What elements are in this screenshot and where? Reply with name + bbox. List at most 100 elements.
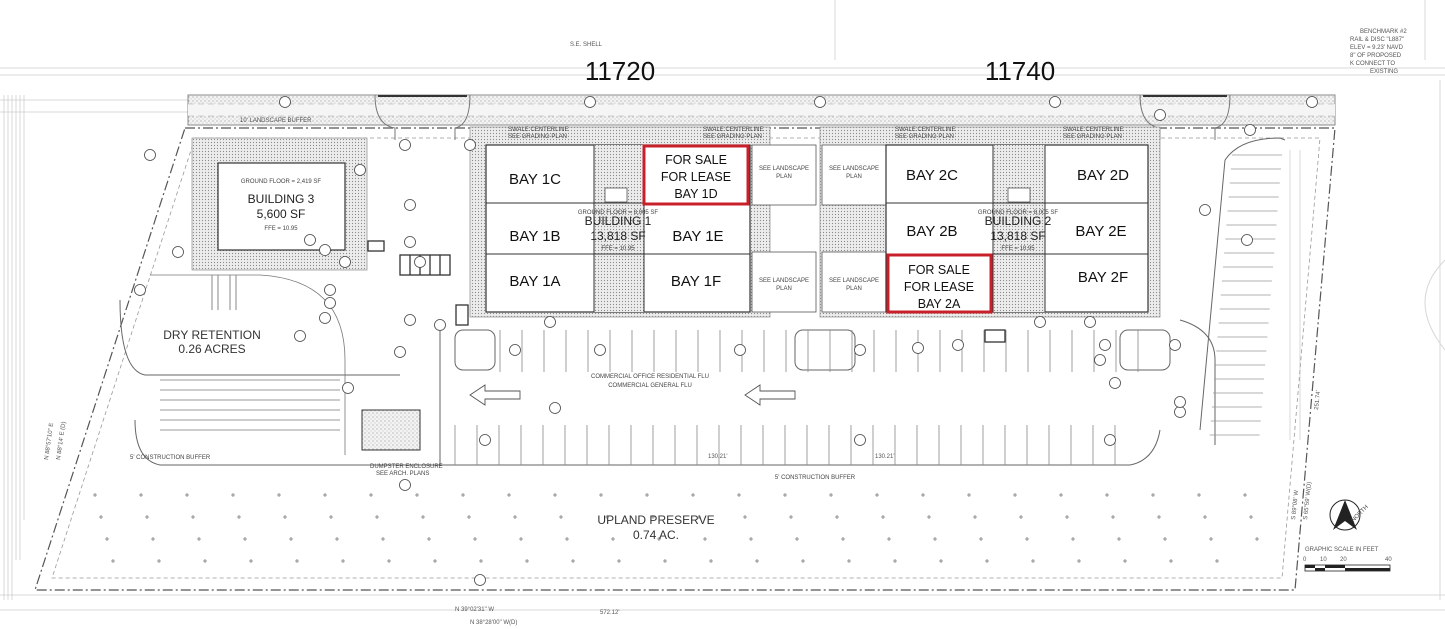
bay-1f-label: BAY 1F [671, 273, 721, 290]
callout-circle [279, 96, 291, 108]
callout-circle [1154, 109, 1166, 121]
callout-circle [474, 574, 486, 586]
benchmark-line6: EXISTING [1370, 69, 1398, 75]
tree-mark [381, 537, 385, 541]
tree-mark [691, 493, 695, 497]
tree-mark [1215, 559, 1219, 563]
bay-2a-line2: FOR LEASE [904, 280, 974, 294]
construction-buffer-side-note: 5' CONSTRUCTION BUFFER [130, 455, 211, 461]
tree-mark [605, 515, 609, 519]
tree-mark [559, 515, 563, 519]
landscape-buffer-note: 10' LANDSCAPE BUFFER [240, 118, 312, 124]
swale-note-3: SWALE CENTERLINE [895, 127, 955, 133]
callout-circle [404, 314, 416, 326]
tree-mark [835, 515, 839, 519]
tree-mark [329, 515, 333, 519]
tree-mark [927, 515, 931, 519]
tree-mark [1031, 559, 1035, 563]
tree-mark [341, 559, 345, 563]
swale-note-2: SWALE CENTERLINE [703, 127, 763, 133]
drive-aisles [119, 137, 1286, 466]
callout-circle [509, 344, 521, 356]
bay-1a-label: BAY 1A [509, 273, 560, 290]
parking-stalls-right [1209, 154, 1282, 436]
callout-circle [434, 319, 446, 331]
callout-circle [319, 244, 331, 256]
upland-preserve-size: 0.74 AC. [633, 528, 679, 542]
tree-mark [185, 493, 189, 497]
traffic-arrows [469, 384, 796, 406]
benchmark-line3: ELEV = 9.23' NAVD [1350, 45, 1404, 51]
callout-circle [342, 382, 354, 394]
tree-mark [1151, 493, 1155, 497]
left-hatch [211, 275, 237, 310]
tree-mark [507, 493, 511, 497]
tree-mark [645, 493, 649, 497]
tree-mark [921, 493, 925, 497]
tree-mark [1209, 537, 1213, 541]
tree-mark [1117, 537, 1121, 541]
callout-circle [324, 297, 336, 309]
callout-circle [399, 479, 411, 491]
bay-1d-line1: FOR SALE [665, 153, 727, 167]
bay-2e-label: BAY 2E [1075, 223, 1126, 240]
landscape-note-4: SEE LANDSCAPE [829, 278, 879, 284]
landscape-plan-4: PLAN [846, 286, 862, 292]
tree-mark [145, 515, 149, 519]
tree-mark [703, 537, 707, 541]
callout-circle [1244, 124, 1256, 136]
tree-mark [421, 515, 425, 519]
dumpster-note: DUMPSTER ENCLOSURE [370, 464, 443, 470]
callout-circle [854, 344, 866, 356]
tree-mark [841, 537, 845, 541]
tree-mark [939, 559, 943, 563]
tree-mark [1077, 559, 1081, 563]
callout-circle [1199, 204, 1211, 216]
tree-mark [801, 559, 805, 563]
tree-mark [1255, 537, 1259, 541]
tree-mark [1157, 515, 1161, 519]
tree-mark [1105, 493, 1109, 497]
callout-circle [1174, 396, 1186, 408]
tree-mark [433, 559, 437, 563]
tree-mark [427, 537, 431, 541]
tree-mark [847, 559, 851, 563]
callout-circle [144, 149, 156, 161]
tree-mark [237, 515, 241, 519]
landscape-plan-1: PLAN [776, 174, 792, 180]
callout-circle [479, 434, 491, 446]
background-linework [0, 0, 1445, 611]
bay-1e-label: BAY 1E [672, 228, 723, 245]
tree-mark [295, 559, 299, 563]
callout-circle [394, 346, 406, 358]
bay-2a-line3: BAY 2A [918, 297, 961, 311]
address-11740: 11740 [985, 56, 1055, 86]
tree-mark [571, 559, 575, 563]
tree-mark [289, 537, 293, 541]
bearing-left-1: N 88°57'10" E [44, 422, 55, 460]
tree-mark [697, 515, 701, 519]
commercial-general-note: COMMERCIAL GENERAL FLU [608, 383, 692, 389]
tree-mark [651, 515, 655, 519]
callout-circle [399, 139, 411, 151]
tree-mark [663, 559, 667, 563]
callout-circle [304, 234, 316, 246]
bay-2b-label: BAY 2B [906, 223, 957, 240]
tree-mark [203, 559, 207, 563]
tree-mark [657, 537, 661, 541]
callout-circle [1049, 96, 1061, 108]
tree-mark [979, 537, 983, 541]
callout-circle [404, 236, 416, 248]
tree-mark [369, 493, 373, 497]
bay-2a-line1: FOR SALE [908, 263, 970, 277]
building2-ground: GROUND FLOOR = 8,005 SF [978, 210, 1059, 216]
callout-circle [319, 312, 331, 324]
callout-circle [1169, 339, 1181, 351]
tree-mark [795, 537, 799, 541]
parking-left [150, 274, 346, 455]
callouts [134, 96, 1318, 586]
tree-mark [467, 515, 471, 519]
dim-aisle-2: 130.21' [875, 454, 895, 460]
tree-mark [709, 559, 713, 563]
